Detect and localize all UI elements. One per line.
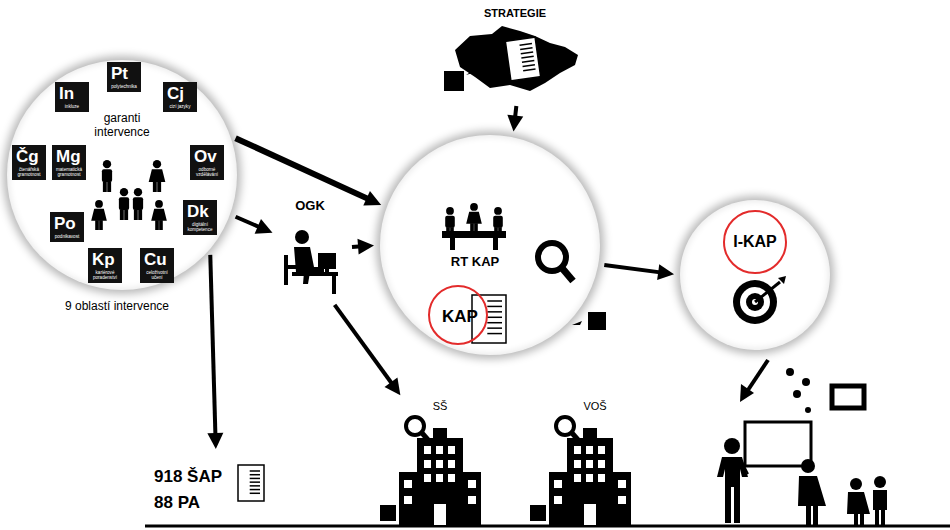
group-label: garanti intervence (91, 112, 153, 140)
area-tile: Kpkariérové poradenství (88, 248, 122, 283)
connector-arrow (236, 217, 262, 228)
highlight-ring: KAP (428, 285, 488, 345)
intervention-circle: garanti intervence9 oblastí intervenceIn… (7, 60, 237, 290)
school-building: SŠ (395, 400, 485, 525)
arrow-head (384, 378, 400, 396)
connector-arrow (604, 265, 662, 273)
school-label: SŠ (425, 400, 455, 413)
plan-label: KAP (430, 307, 490, 327)
area-symbol: In (57, 85, 87, 103)
team-label: RT KAP (430, 255, 520, 270)
node-art (150, 455, 270, 523)
map-title: STRATEGIE (440, 7, 590, 20)
area-name: digitální kompetence (185, 222, 215, 233)
area-symbol: Ov (192, 148, 222, 166)
area-tile: Popodnikavost (50, 212, 84, 242)
node-art (380, 135, 600, 355)
area-name: odborné vzdělávání (192, 167, 222, 178)
plan-label: I-KAP (680, 233, 830, 251)
area-symbol: Pt (109, 65, 139, 83)
area-tile: Cuceloživotní učení (140, 248, 174, 283)
implementation-circle: I-KAP (680, 200, 830, 350)
arrow-head (363, 191, 381, 206)
area-name: matematická gramotnost (54, 167, 84, 178)
area-name: cizí jazyky (165, 104, 195, 109)
connector-arrow (210, 255, 215, 437)
node-art (680, 200, 830, 350)
area-symbol: Mg (54, 148, 84, 166)
school-label: VOŠ (573, 400, 617, 413)
area-tile: Ininkluze (55, 82, 89, 112)
arrow-head (357, 239, 374, 255)
activity-icons (786, 368, 864, 413)
arrow-head (657, 264, 674, 280)
area-name: polytechnika (109, 84, 139, 89)
area-tile: Ptpolytechnika (107, 62, 141, 92)
area-tile: Čgčtenářská gramotnost (12, 145, 46, 180)
area-tile: Mgmatematická gramotnost (52, 145, 86, 180)
area-name: celoživotní učení (142, 270, 172, 281)
area-symbol: Cj (165, 85, 195, 103)
node-art (440, 5, 590, 100)
area-tile: Ovodborné vzdělávání (190, 145, 224, 180)
arrow-head (507, 115, 523, 132)
ground-line (145, 525, 950, 528)
leader-arrow (740, 360, 768, 402)
arrow-head (255, 219, 273, 234)
plan-count: 918 ŠAP 88 PA (150, 455, 270, 523)
connector-arrow (335, 305, 394, 386)
node-art (545, 400, 635, 525)
classroom (717, 422, 887, 526)
area-symbol: Dk (185, 203, 215, 221)
area-name: podnikavost (52, 234, 82, 239)
note-icon (572, 312, 606, 330)
arrow-head (207, 433, 223, 449)
count-label: 88 PA (154, 493, 200, 513)
school-building: VOŠ (545, 400, 635, 525)
group-caption: 9 oblastí intervence (47, 300, 187, 314)
area-symbol: Cu (142, 251, 172, 269)
area-tile: Cjcizí jazyky (163, 82, 197, 112)
area-name: kariérové poradenství (90, 270, 120, 281)
area-symbol: Po (52, 215, 82, 233)
planning-circle: RT KAP KAP (380, 135, 600, 355)
area-name: inkluze (57, 104, 87, 109)
connector-arrow (236, 138, 371, 200)
count-label: 918 ŠAP (154, 467, 222, 487)
strategy-map: STRATEGIE (440, 5, 594, 100)
role-label: OGK (278, 199, 342, 214)
area-name: čtenářská gramotnost (14, 167, 44, 178)
node-art (395, 400, 485, 525)
coordinator-desk: OGK (278, 195, 346, 300)
area-tile: Dkdigitální kompetence (183, 200, 217, 235)
area-symbol: Kp (90, 251, 120, 269)
area-symbol: Čg (14, 148, 44, 166)
